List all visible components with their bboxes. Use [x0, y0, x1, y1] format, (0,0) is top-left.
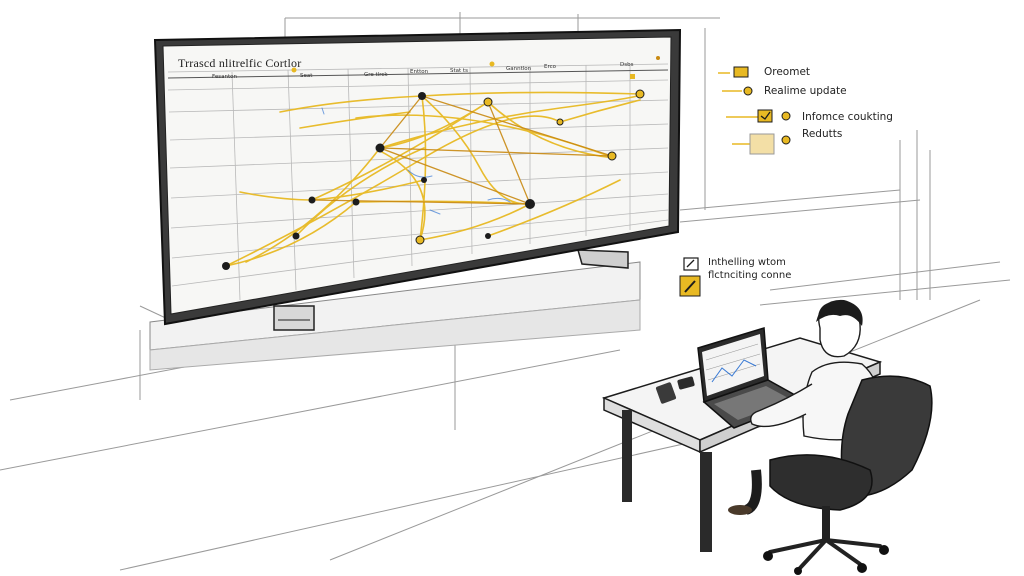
legend-label-redutts: Redutts — [802, 128, 843, 140]
car-icon — [733, 66, 749, 78]
screen-header-divider — [167, 69, 669, 79]
header-icons — [291, 56, 660, 79]
status-dot-icon — [489, 61, 495, 67]
phones — [655, 376, 695, 404]
note-icon — [749, 133, 775, 155]
status-line-2: flctnciting conne — [708, 270, 792, 281]
route-node — [415, 235, 425, 245]
route-node — [308, 196, 316, 204]
laptop — [697, 327, 806, 429]
header-label: Fesanton — [212, 74, 237, 80]
route-node — [222, 262, 230, 270]
screen-stand — [273, 249, 629, 331]
header-label: Gre tlrck — [364, 72, 388, 78]
route-node — [292, 232, 300, 240]
legend-icons — [718, 66, 791, 155]
dot-icon — [781, 111, 791, 121]
header-label: Entton — [410, 69, 429, 75]
legend-label-oreomet: Oreomet — [764, 66, 811, 78]
check-icon — [757, 109, 773, 123]
header-label: Ganntlon — [506, 66, 532, 72]
route-node — [525, 199, 535, 209]
route-node — [635, 89, 645, 99]
route-node — [418, 92, 426, 100]
route-nodes — [222, 89, 645, 270]
header-label: Stat ts — [450, 68, 468, 74]
status-line-1: Inthelling wtom — [708, 257, 786, 268]
console-base — [149, 261, 641, 371]
warning-icon — [630, 74, 635, 79]
header-label: Erco — [544, 64, 557, 70]
edit-icon — [683, 257, 699, 271]
route-network — [225, 91, 642, 267]
route-node — [485, 233, 491, 239]
legend-label-infomce-coukting: Infomce coukting — [802, 111, 893, 123]
screen-header-labels: Fesanton Seat Gre tlrck Entton Stat ts G… — [212, 62, 634, 80]
route-node — [352, 198, 360, 206]
route-node — [607, 151, 617, 161]
legend-label-realtime-update: Realime update — [764, 85, 847, 97]
route-node — [483, 97, 493, 107]
dot-icon — [743, 86, 753, 96]
route-node — [375, 143, 385, 153]
status-dot-icon — [291, 67, 297, 73]
dot-icon — [781, 135, 791, 145]
status-dot-icon — [656, 56, 660, 60]
route-node — [556, 118, 564, 126]
office-chair — [763, 375, 933, 575]
header-label: Dsbs — [620, 62, 634, 68]
screen-title: Trrascd nlitrelfic Cortlor — [178, 56, 302, 70]
status-icons — [679, 257, 701, 297]
header-label: Seat — [300, 73, 313, 79]
route-node — [421, 177, 427, 183]
